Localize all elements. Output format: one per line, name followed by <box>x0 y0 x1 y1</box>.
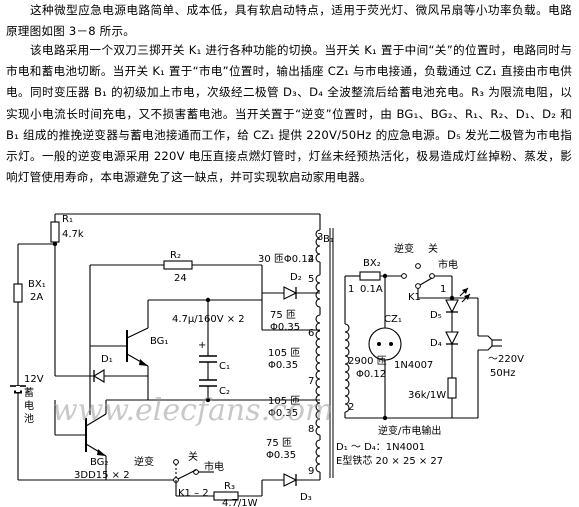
r2-label: R₂ <box>170 250 181 261</box>
fuse-bx1-label: BX₁ <box>28 279 46 290</box>
bg2-type: 3DD15 × 2 <box>74 470 130 481</box>
core-note: E型铁芯 20 × 25 × 27 <box>336 454 443 467</box>
winding-5-wire: Φ0.35 <box>266 450 296 461</box>
watermark: www.elecfans.com <box>52 393 333 428</box>
winding-4-wire: Φ0.35 <box>268 408 298 419</box>
k1-2-label: K1 – 2 <box>178 488 209 499</box>
tap-8: 8 <box>308 424 314 435</box>
battery-name-1: 蓄 <box>24 387 34 399</box>
switch-off-label: 关 <box>188 450 198 463</box>
primary-wire: Φ0.12 <box>356 369 386 380</box>
transistor-bg1 <box>90 312 149 400</box>
d5-label: D₅ <box>430 310 442 321</box>
diode-note: D₁ ～ D₄：1N4001 <box>336 442 425 453</box>
switch-k1-2 <box>173 459 263 501</box>
intro-paragraph: 这种微型应急电源电路简单、成本低，具有软启动特点，适用于荧光灯、微风吊扇等小功率… <box>6 3 572 39</box>
c1-label: C₁ <box>219 361 230 372</box>
diode-d1 <box>54 300 148 383</box>
primary-and-output <box>344 263 502 421</box>
tap-7: 7 <box>308 376 314 387</box>
cz1-label: CZ₁ <box>384 314 402 325</box>
d3-label: D₃ <box>300 492 312 503</box>
ac-voltage: ～220V <box>488 354 524 365</box>
fuse-bx1 <box>13 283 23 303</box>
resistor-r2 <box>89 260 262 415</box>
r3-label: R₃ <box>224 481 235 492</box>
right-node-1a: 1 <box>348 284 354 295</box>
diode-d3 <box>262 473 320 487</box>
winding-5-turns: 75 匝 <box>266 437 292 449</box>
bg2-label: BG₂ <box>90 457 108 468</box>
r1-label: R₁ <box>62 214 73 225</box>
tap-4: 4 <box>308 254 314 265</box>
capacitor-value: 4.7μ/160V × 2 <box>172 314 245 325</box>
winding-1-label: 30 匝Φ0.12 <box>258 253 314 265</box>
description-paragraph: 该电路采用一个双刀三掷开关 K₁ 进行各种功能的切换。当开关 K₁ 置于中间“关… <box>6 43 572 185</box>
battery-name-2: 电 <box>24 399 34 412</box>
fuse-bx1-value: 2A <box>30 292 43 303</box>
d1-label: D₁ <box>101 354 113 365</box>
tap-9: 9 <box>308 466 314 477</box>
switch-inv-label: 逆变 <box>134 455 154 468</box>
winding-4-turns: 105 匝 <box>268 395 300 407</box>
tap-5: 5 <box>308 274 314 285</box>
battery-name-3: 池 <box>24 412 34 425</box>
b1-label: B₁ <box>323 234 334 245</box>
led-diode-type: 1N4007 <box>394 360 433 371</box>
winding-3-wire: Φ0.35 <box>268 360 298 371</box>
c2-label: C₂ <box>219 386 230 397</box>
r3-value: 4.7/1W <box>222 498 258 507</box>
d4-label: D₄ <box>430 338 442 349</box>
bg1-label: BG₁ <box>150 336 168 347</box>
r1-value: 4.7k <box>62 229 84 240</box>
bx2-label: BX₂ <box>363 258 381 269</box>
resistor-r1 <box>50 213 320 300</box>
k1-label: K1 <box>408 292 421 303</box>
primary-turns: 2900 匝 <box>348 355 387 367</box>
winding-2-turns: 75 匝 <box>270 309 296 321</box>
winding-2-wire: Φ0.35 <box>270 322 300 333</box>
sw-mains-right: 市电 <box>438 258 458 271</box>
sw-inv-right: 逆变 <box>394 242 414 255</box>
battery-voltage: 12V <box>24 374 44 385</box>
diode-d2 <box>262 286 320 300</box>
ac-frequency: 50Hz <box>490 368 516 379</box>
transistor-bg2 <box>54 399 320 480</box>
capacitor-bank <box>147 265 320 403</box>
sw-off-right: 关 <box>428 242 438 255</box>
transformer-secondary <box>315 214 334 480</box>
output-label: 逆变/市电输出 <box>378 424 441 437</box>
right-node-1b: 1 <box>440 284 446 295</box>
bx2-value: 0.1A <box>360 284 383 295</box>
battery-branch <box>10 243 176 481</box>
r2-value: 24 <box>174 273 187 284</box>
r-led-value: 36k/1W <box>408 390 446 401</box>
tap-6: 6 <box>308 328 314 339</box>
tap-3: 3 <box>317 232 323 243</box>
right-node-2: 2 <box>348 402 354 413</box>
winding-3-turns: 105 匝 <box>268 347 300 359</box>
capacitor-plus: + <box>198 340 206 351</box>
switch-mains-label: 市电 <box>204 460 224 473</box>
d2-label: D₂ <box>290 272 302 283</box>
